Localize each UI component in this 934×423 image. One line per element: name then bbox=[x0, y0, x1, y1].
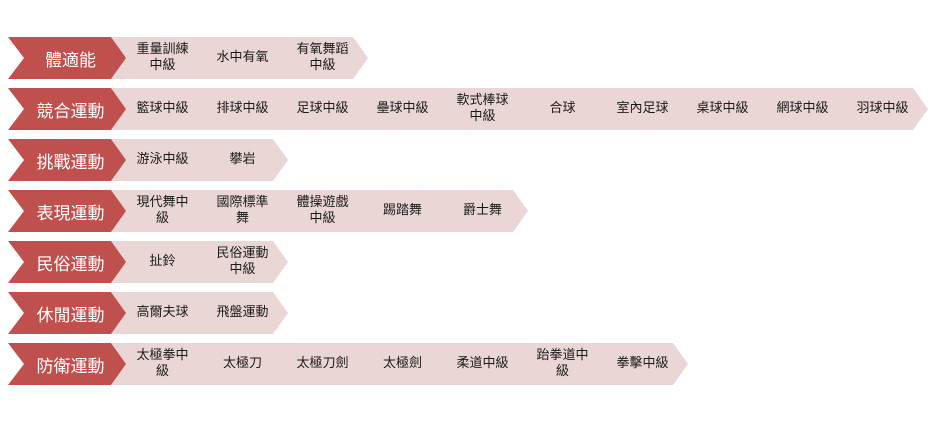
row-performance: 表現運動 現代舞中級 國際標準舞 體操遊戲中級 踢踏舞 爵士舞 bbox=[8, 190, 528, 232]
category-chevron: 挑戰運動 bbox=[8, 139, 127, 181]
item-chevron: 太極刀 bbox=[191, 343, 288, 385]
item-chevron: 室內足球 bbox=[591, 88, 688, 130]
row-challenge: 挑戰運動 游泳中級 攀岩 bbox=[8, 139, 288, 181]
item-chevron: 民俗運動中級 bbox=[191, 241, 288, 283]
item-chevron: 國際標準舞 bbox=[191, 190, 288, 232]
item-chevron: 高爾夫球 bbox=[111, 292, 208, 334]
item-chevron: 太極拳中級 bbox=[111, 343, 208, 385]
row-leisure: 休閒運動 高爾夫球 飛盤運動 bbox=[8, 292, 288, 334]
item-chevron: 太極刀劍 bbox=[271, 343, 368, 385]
item-chevron: 扯鈴 bbox=[111, 241, 208, 283]
item-chevron: 足球中級 bbox=[271, 88, 368, 130]
item-chevron: 飛盤運動 bbox=[191, 292, 288, 334]
row-defense: 防衛運動 太極拳中級 太極刀 太極刀劍 太極劍 柔道中級 跆拳道中級 拳擊中級 bbox=[8, 343, 688, 385]
item-chevron: 攀岩 bbox=[191, 139, 288, 181]
item-chevron: 排球中級 bbox=[191, 88, 288, 130]
item-chevron: 柔道中級 bbox=[431, 343, 528, 385]
item-chevron: 網球中級 bbox=[751, 88, 848, 130]
item-chevron: 籃球中級 bbox=[111, 88, 208, 130]
category-chevron: 防衛運動 bbox=[8, 343, 127, 385]
item-chevron: 太極劍 bbox=[351, 343, 448, 385]
item-chevron: 壘球中級 bbox=[351, 88, 448, 130]
row-competitive: 競合運動 籃球中級 排球中級 足球中級 壘球中級 軟式棒球中級 合球 室內足球 … bbox=[8, 88, 928, 130]
item-chevron: 拳擊中級 bbox=[591, 343, 688, 385]
item-chevron: 有氧舞蹈中級 bbox=[271, 37, 368, 79]
category-chevron: 體適能 bbox=[8, 37, 127, 79]
category-chevron: 休閒運動 bbox=[8, 292, 127, 334]
item-chevron: 爵士舞 bbox=[431, 190, 528, 232]
item-chevron: 重量訓練中級 bbox=[111, 37, 208, 79]
row-folk: 民俗運動 扯鈴 民俗運動中級 bbox=[8, 241, 288, 283]
category-chevron: 競合運動 bbox=[8, 88, 127, 130]
item-chevron: 合球 bbox=[511, 88, 608, 130]
item-chevron: 游泳中級 bbox=[111, 139, 208, 181]
item-chevron: 跆拳道中級 bbox=[511, 343, 608, 385]
item-chevron: 踢踏舞 bbox=[351, 190, 448, 232]
item-chevron: 桌球中級 bbox=[671, 88, 768, 130]
item-chevron: 體操遊戲中級 bbox=[271, 190, 368, 232]
category-chevron: 表現運動 bbox=[8, 190, 127, 232]
category-chevron: 民俗運動 bbox=[8, 241, 127, 283]
item-chevron: 現代舞中級 bbox=[111, 190, 208, 232]
row-fitness: 體適能 重量訓練中級 水中有氧 有氧舞蹈中級 bbox=[8, 37, 368, 79]
item-chevron: 水中有氧 bbox=[191, 37, 288, 79]
item-chevron: 羽球中級 bbox=[831, 88, 928, 130]
item-chevron: 軟式棒球中級 bbox=[431, 88, 528, 130]
